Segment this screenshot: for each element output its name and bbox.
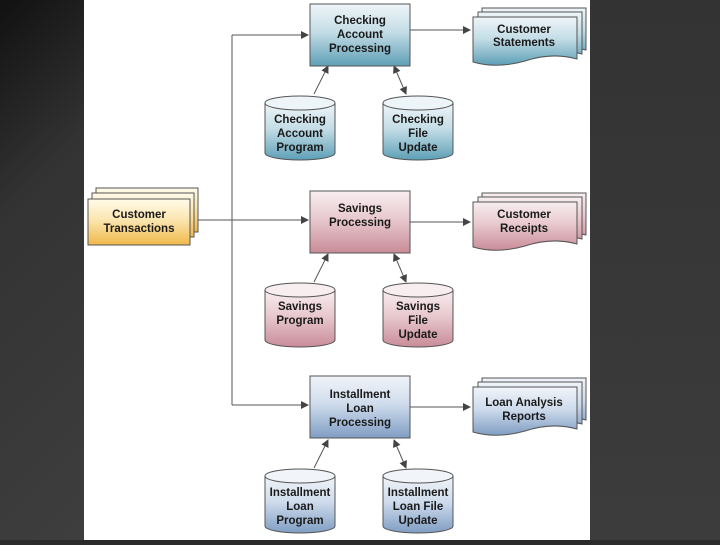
installment-loan-program-storage: Installment Loan Program — [264, 468, 336, 534]
loan-program-line-3: Program — [276, 515, 323, 527]
loan-file-line-1: Installment — [388, 487, 449, 499]
statements-line-1: Customer — [497, 24, 551, 36]
loan-process-line-2: Loan — [346, 403, 373, 415]
loan-process-line-3: Processing — [329, 417, 391, 429]
system-flowchart: Customer Transactions Checking Account P… — [87, 3, 587, 534]
checking-program-line-2: Account — [277, 128, 323, 140]
loan-process-line-1: Installment — [330, 389, 391, 401]
checking-account-processing: Checking Account Processing — [309, 3, 411, 67]
savings-process-line-2: Processing — [329, 217, 391, 229]
savings-program-line-1: Savings — [278, 301, 322, 313]
checking-process-line-1: Checking — [334, 15, 386, 27]
checking-program-line-1: Checking — [274, 114, 326, 126]
checking-process-line-3: Processing — [329, 43, 391, 55]
loan-program-line-2: Loan — [286, 501, 313, 513]
checking-file-line-2: File — [408, 128, 428, 140]
arrow-savings-program — [313, 253, 329, 283]
savings-file-line-1: Savings — [396, 301, 440, 313]
transactions-line-2: Transactions — [104, 223, 175, 235]
arrow-loan-file — [393, 439, 407, 469]
savings-file-update-storage: Savings File Update — [382, 282, 454, 348]
checking-program-line-3: Program — [276, 142, 323, 154]
loan-analysis-reports-output: Loan Analysis Reports — [472, 377, 587, 436]
receipts-line-1: Customer — [497, 209, 551, 221]
customer-transactions-input: Customer Transactions — [87, 187, 199, 246]
installment-loan-processing: Installment Loan Processing — [309, 375, 411, 439]
connectors — [188, 26, 471, 469]
checking-file-line-1: Checking — [392, 114, 444, 126]
checking-process-line-2: Account — [337, 29, 383, 41]
loan-file-line-3: Update — [399, 515, 438, 527]
savings-file-line-3: Update — [399, 329, 438, 341]
reports-line-1: Loan Analysis — [485, 397, 563, 409]
checking-account-program-storage: Checking Account Program — [264, 95, 336, 161]
savings-file-line-2: File — [408, 315, 428, 327]
loan-program-line-1: Installment — [270, 487, 331, 499]
diagram-canvas: Customer Transactions Checking Account P… — [84, 0, 590, 540]
transactions-line-1: Customer — [112, 209, 166, 221]
arrow-loan-program — [313, 439, 329, 469]
installment-loan-file-update-storage: Installment Loan File Update — [382, 468, 454, 534]
savings-process-line-1: Savings — [338, 203, 382, 215]
checking-file-update-storage: Checking File Update — [382, 95, 454, 161]
savings-program-line-2: Program — [276, 315, 323, 327]
slide-background-left — [0, 0, 84, 540]
customer-receipts-output: Customer Receipts — [472, 192, 587, 251]
savings-processing: Savings Processing — [309, 190, 411, 254]
loan-file-line-2: Loan File — [393, 501, 443, 513]
receipts-line-2: Receipts — [500, 223, 548, 235]
statements-line-2: Statements — [493, 37, 555, 49]
reports-line-2: Reports — [502, 411, 545, 423]
arrow-savings-file — [393, 253, 407, 283]
customer-statements-output: Customer Statements — [472, 7, 587, 66]
arrow-checking-file — [393, 65, 407, 95]
arrow-checking-program — [313, 65, 329, 95]
checking-file-line-3: Update — [399, 142, 438, 154]
slide-background-right — [590, 0, 720, 540]
savings-program-storage: Savings Program — [264, 282, 336, 348]
